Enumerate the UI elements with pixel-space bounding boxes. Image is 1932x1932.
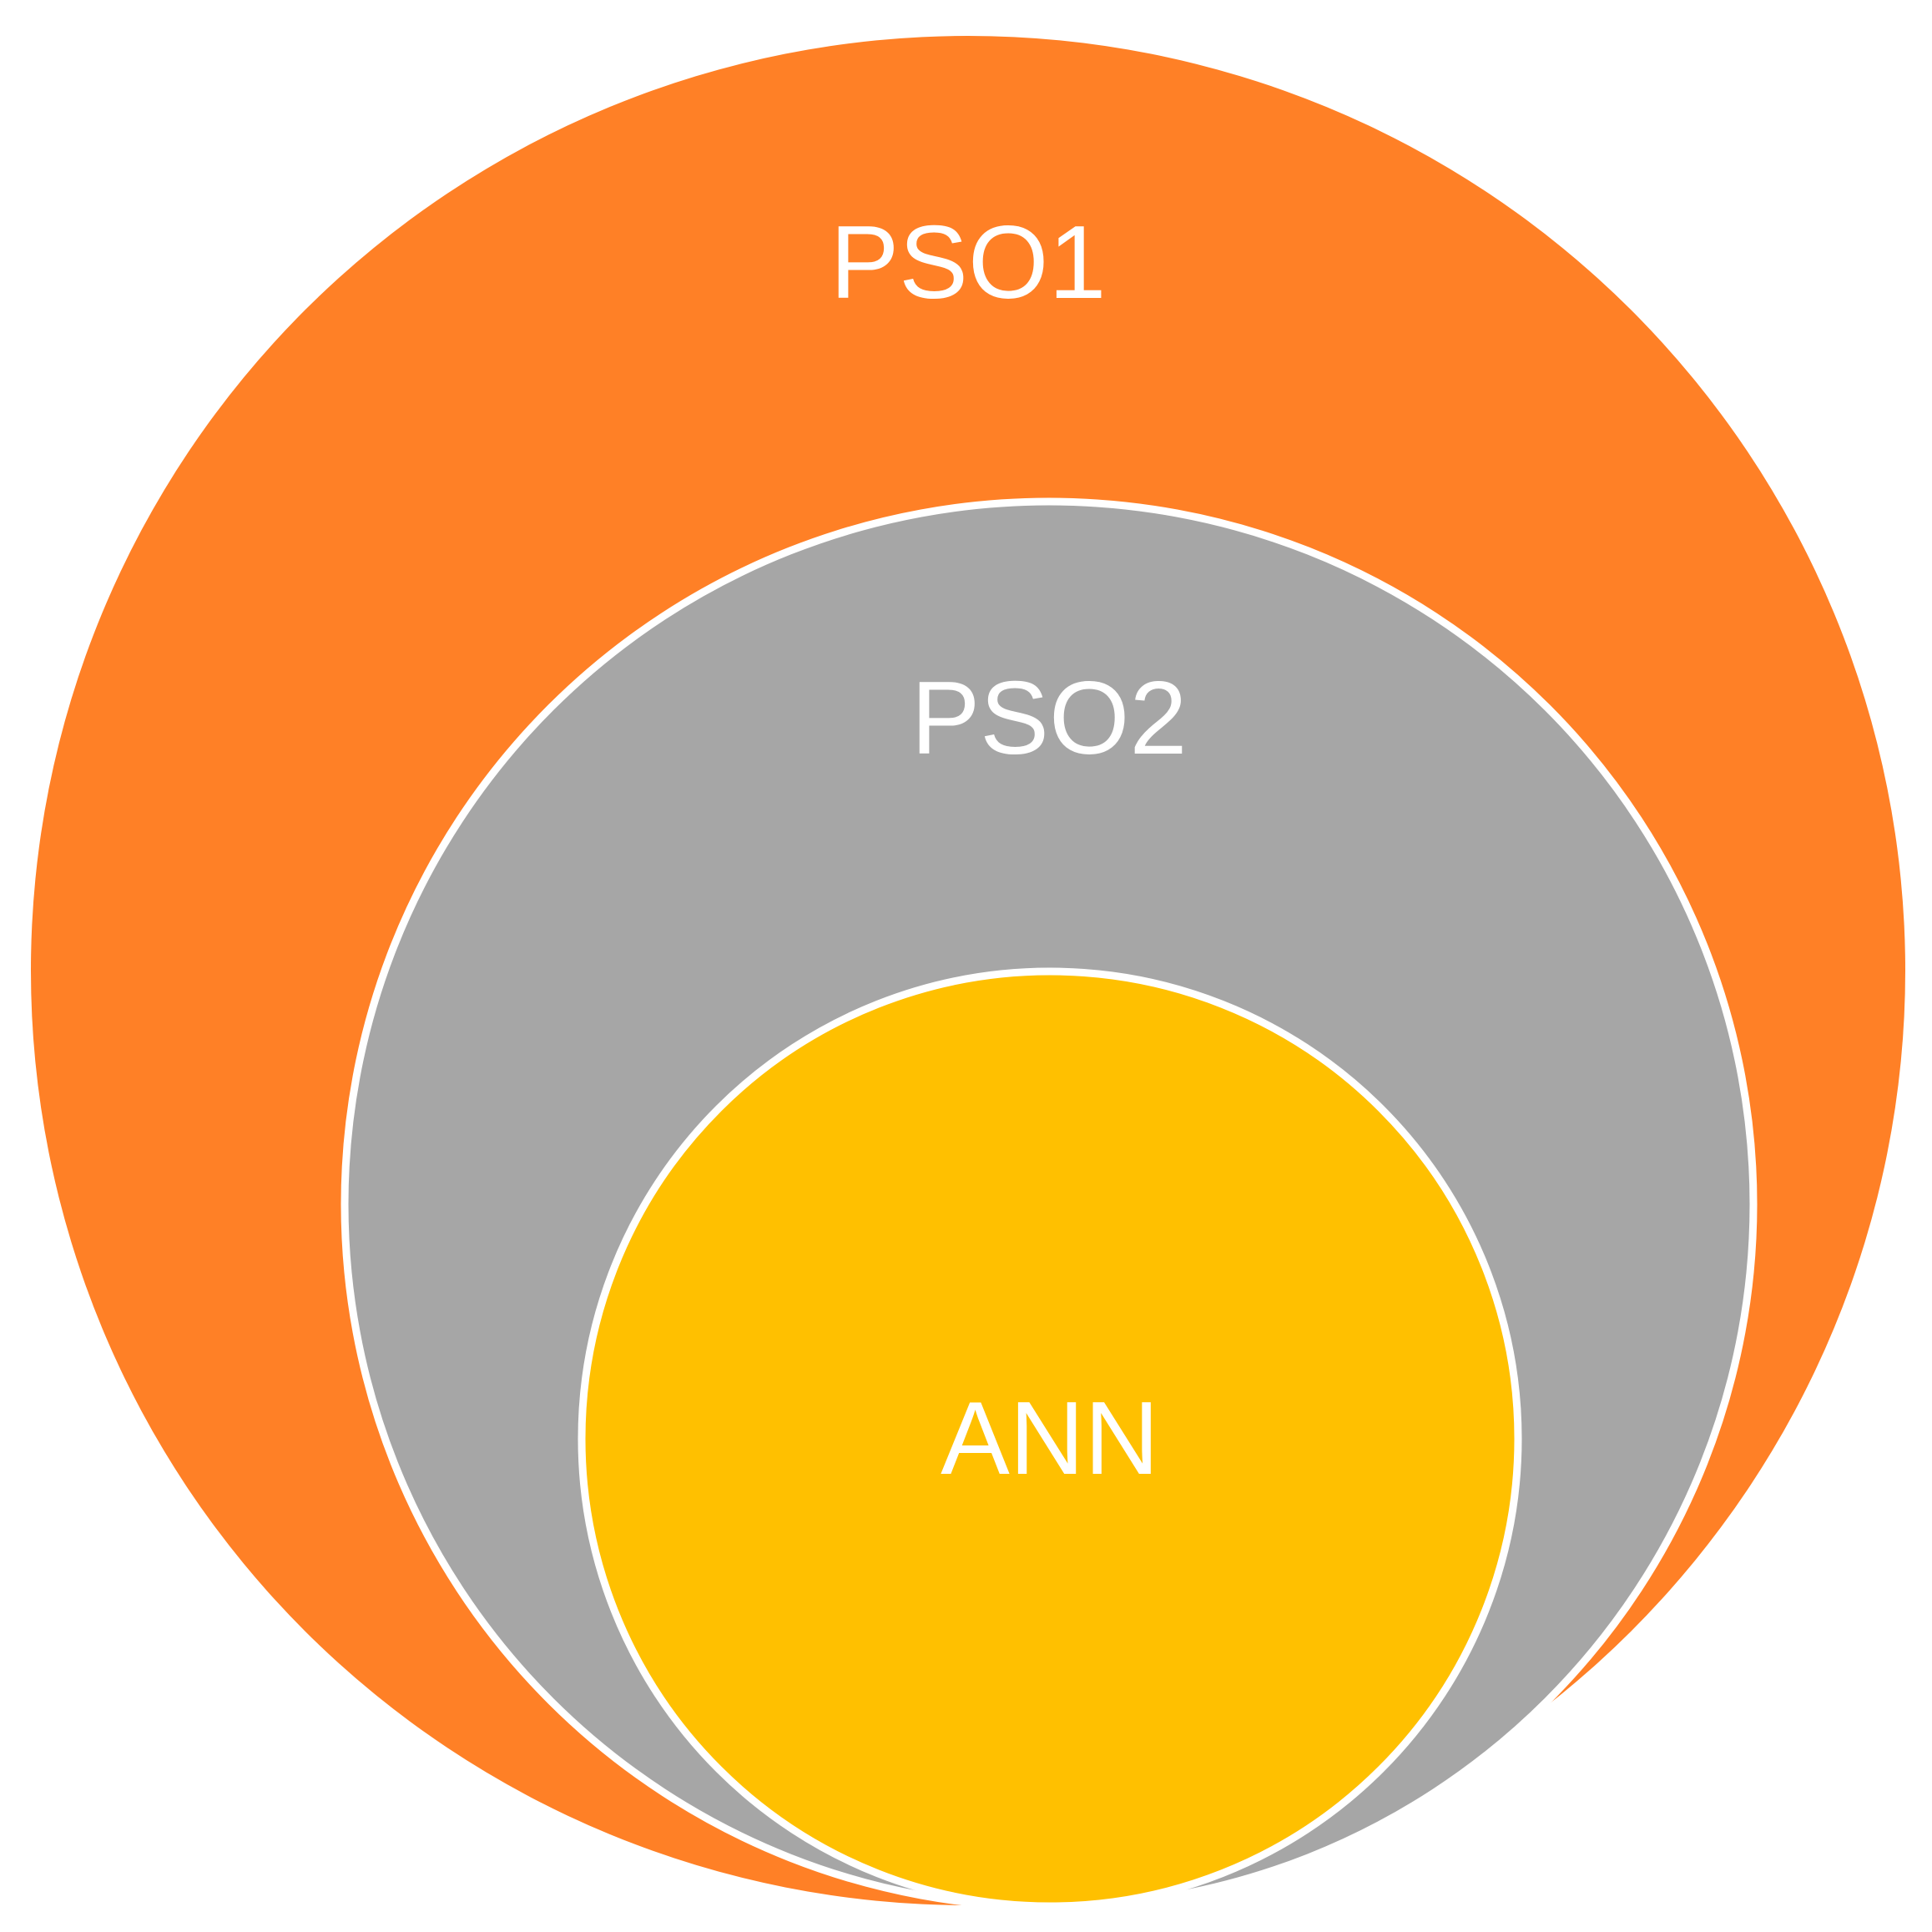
pso1-label: PSO1 bbox=[830, 205, 1107, 320]
pso2-label: PSO2 bbox=[911, 661, 1188, 776]
ann-label: ANN bbox=[941, 1381, 1159, 1496]
ann-circle bbox=[578, 967, 1522, 1910]
